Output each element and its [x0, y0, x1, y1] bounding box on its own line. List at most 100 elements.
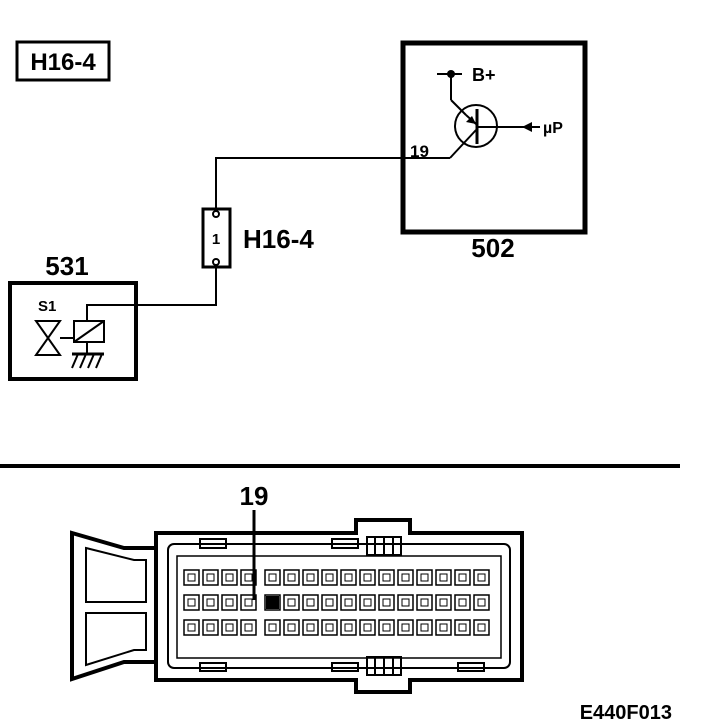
- pin-cavity-inner: [244, 573, 253, 582]
- pin-cavity: [183, 569, 200, 586]
- bottom-locking-clip: [366, 656, 402, 676]
- pin-cavity-inner: [225, 573, 234, 582]
- pin-cavity: [202, 594, 219, 611]
- pin-cavity-inner: [439, 573, 448, 582]
- pin-cavity: [240, 594, 257, 611]
- wire-h16-4-to-531: [86, 267, 217, 320]
- header-tag: H16-4: [15, 40, 111, 82]
- pin-cavity: [221, 619, 238, 636]
- pin-cavity-inner: [363, 598, 372, 607]
- pin-cavity-inner: [325, 623, 334, 632]
- pin-cavity: [435, 619, 452, 636]
- pin-cavity: [359, 594, 376, 611]
- pin-cavity: [302, 594, 319, 611]
- pin-cavity: [397, 569, 414, 586]
- pin-cavity-inner: [363, 623, 372, 632]
- pin-cavity-inner: [187, 598, 196, 607]
- pin-cavity-inner: [477, 623, 486, 632]
- pin-cavity: [302, 619, 319, 636]
- pin-cavity: [378, 594, 395, 611]
- pin-cavity: [416, 619, 433, 636]
- pin-cavity: [454, 569, 471, 586]
- pin-cavity-inner: [206, 598, 215, 607]
- pin-cavity: [378, 619, 395, 636]
- pin-cavity-inner: [439, 598, 448, 607]
- pin-cavity-inner: [458, 573, 467, 582]
- pin-cavity: [202, 569, 219, 586]
- pin-cavity: [435, 594, 452, 611]
- pin-cavity-inner: [401, 573, 410, 582]
- pin-cavity-inner: [382, 598, 391, 607]
- highlighted-pin-cavity: [266, 596, 279, 609]
- pin-cavity: [240, 619, 257, 636]
- highlight-pin-label: 19: [240, 481, 269, 511]
- pin-cavity-inner: [439, 623, 448, 632]
- inline-connector-h16-4: 1 H16-4: [201, 207, 314, 269]
- inline-connector-label: H16-4: [243, 224, 314, 254]
- pin-cavity: [264, 594, 281, 611]
- pin-cavity: [435, 569, 452, 586]
- pin-cavity-inner: [420, 623, 429, 632]
- pin-cavity: [283, 619, 300, 636]
- pin-cavity-inner: [287, 598, 296, 607]
- wire-502-to-h16-4: [215, 157, 406, 210]
- pin-cavity-inner: [344, 623, 353, 632]
- pin-cavity-inner: [325, 598, 334, 607]
- pin-cavity-inner: [401, 598, 410, 607]
- ground-icon: [71, 342, 104, 369]
- pin-cavity-inner: [420, 573, 429, 582]
- pin-cavity: [321, 569, 338, 586]
- solenoid-coil-icon: [73, 320, 105, 343]
- pin-cavity: [340, 594, 357, 611]
- pin-cavity: [340, 569, 357, 586]
- pin-cavity: [359, 619, 376, 636]
- pin-cavity: [264, 619, 281, 636]
- pin-cavity-inner: [306, 573, 315, 582]
- pin-cavity: [473, 594, 490, 611]
- pin-cavity-inner: [225, 598, 234, 607]
- pin-cavity: [473, 619, 490, 636]
- pin-cavity: [221, 569, 238, 586]
- pin-cavity-inner: [306, 598, 315, 607]
- valve-label: 531: [45, 251, 88, 281]
- pin-cavity-inner: [382, 573, 391, 582]
- pin-cavity-inner: [477, 573, 486, 582]
- pin-cavity-inner: [244, 598, 253, 607]
- pin-grid: [183, 569, 490, 636]
- pin-cavity-inner: [206, 623, 215, 632]
- control-unit-502: 502 B+ µP 19: [400, 40, 588, 263]
- pin-cavity: [397, 619, 414, 636]
- pin-cavity: [221, 594, 238, 611]
- pin-cavity: [302, 569, 319, 586]
- pin-cavity: [183, 594, 200, 611]
- pin-cavity-inner: [420, 598, 429, 607]
- pin-cavity-inner: [187, 573, 196, 582]
- pin-cavity: [321, 619, 338, 636]
- pin-cavity: [283, 594, 300, 611]
- top-locking-clip: [366, 536, 402, 556]
- pin-cavity-inner: [268, 573, 277, 582]
- pin-cavity: [454, 619, 471, 636]
- inline-connector-pin: 1: [212, 231, 220, 248]
- pin-cavity-inner: [287, 573, 296, 582]
- valve-531: 531 S1: [8, 251, 138, 381]
- pin-cavity: [183, 619, 200, 636]
- pin-cavity-inner: [458, 623, 467, 632]
- pin-cavity: [454, 594, 471, 611]
- pin-cavity-inner: [401, 623, 410, 632]
- pin-cavity: [340, 619, 357, 636]
- pin-cavity-inner: [477, 598, 486, 607]
- supply-label: B+: [472, 65, 496, 85]
- connector-face-view: 19: [70, 481, 524, 694]
- pin-cavity-inner: [458, 598, 467, 607]
- pin-cavity-inner: [325, 573, 334, 582]
- signal-label: µP: [543, 120, 563, 137]
- pin-cavity-inner: [344, 573, 353, 582]
- pin-cavity: [202, 619, 219, 636]
- pin-cavity-inner: [268, 623, 277, 632]
- pin-cavity: [240, 569, 257, 586]
- pin-cavity: [397, 594, 414, 611]
- valve-switch-label: S1: [38, 298, 56, 315]
- pin-cavity-inner: [244, 623, 253, 632]
